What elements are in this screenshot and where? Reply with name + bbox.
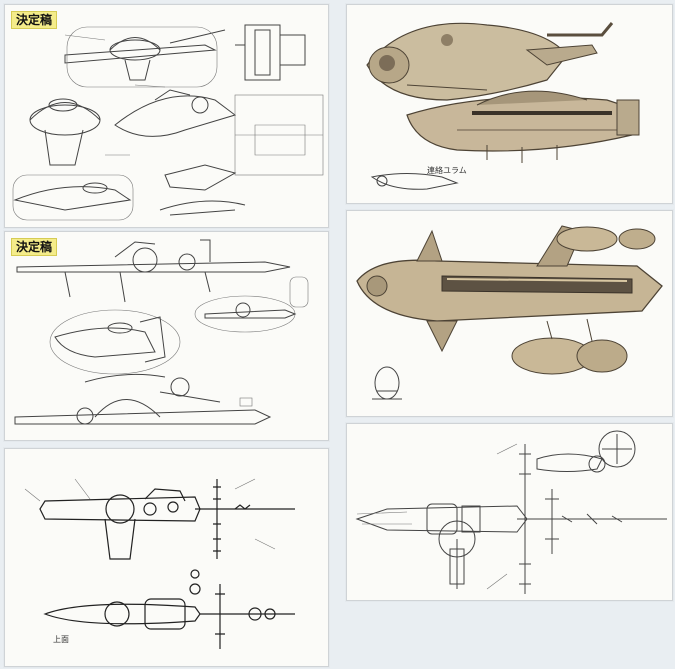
sketch-sheet-middle-left: 決定稿 <box>4 231 329 441</box>
sketch-sheet-bottom-right <box>346 423 673 601</box>
airship-side-color-render <box>356 225 663 400</box>
ship-top-view-drawing <box>355 430 667 594</box>
top-view-label: 上面 <box>53 635 69 644</box>
final-draft-stamp: 決定稿 <box>11 238 58 256</box>
airship-color-render <box>366 22 640 190</box>
ship-blueprint-sketches <box>14 239 309 425</box>
ship-sketches-drawing <box>12 24 324 221</box>
sketch-sheet-top-left: 決定稿 <box>4 4 329 228</box>
ship-technical-drawing <box>24 478 295 649</box>
color-render-top-right: 連絡ユラム <box>346 4 673 204</box>
final-draft-stamp: 決定稿 <box>11 11 58 29</box>
color-render-caption: 連絡ユラム <box>427 166 467 175</box>
sketch-sheet-bottom-left: 上面 <box>4 448 329 667</box>
color-render-middle-right <box>346 210 673 417</box>
